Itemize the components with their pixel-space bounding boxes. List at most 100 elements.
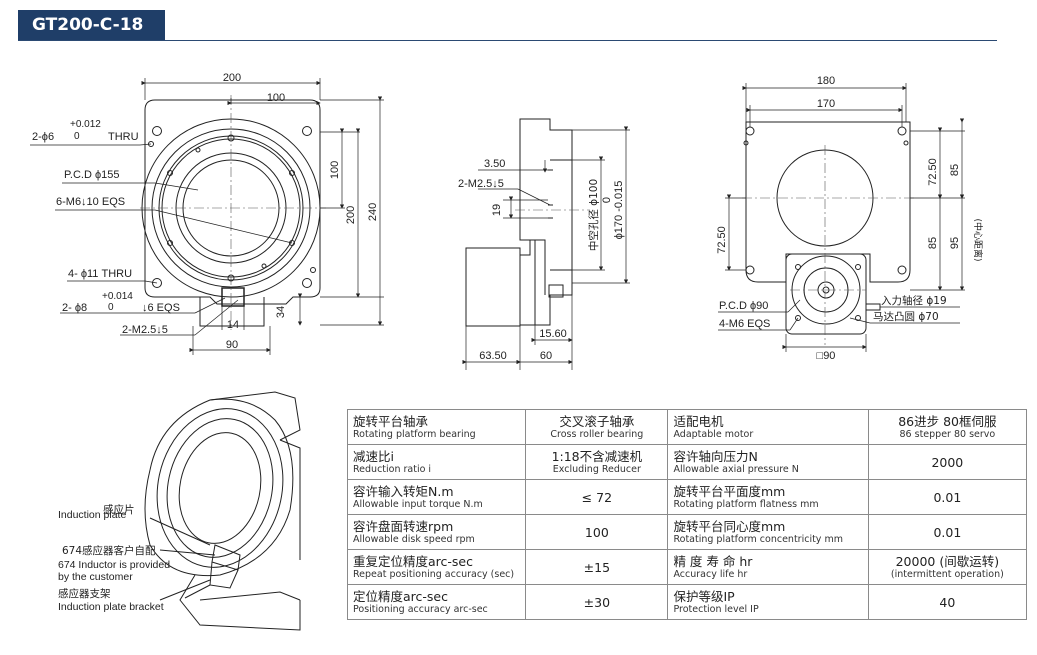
spec-label-zh: 容许输入转矩N.m [353, 483, 454, 499]
pin-depth-b: ↓6 EQS [142, 302, 180, 314]
pcd-155: P.C.D ϕ155 [64, 169, 120, 181]
spec-label-en: Accuracy life hr [673, 568, 748, 580]
spec-value: ≤ 72 [581, 489, 613, 505]
spec-label-en: Allowable axial pressure N [673, 463, 799, 475]
spec-label-en: Rotating platform flatness mm [673, 498, 819, 510]
spec-label-en: Adaptable motor [673, 428, 754, 440]
dim-90: 90 [226, 339, 238, 351]
spec-value-zh: 1:18不含减速机 [551, 448, 643, 464]
dim-95: 95 [949, 237, 961, 249]
bracket-en: Induction plate bracket [58, 601, 164, 613]
spec-label-en: Rotating platform concentricity mm [673, 533, 843, 545]
spec-label-zh: 精 度 寿 命 hr [673, 553, 753, 569]
side-view-outline [465, 118, 573, 327]
dim-34: 34 [275, 306, 287, 318]
dim-15-60: 15.60 [539, 328, 567, 340]
spec-label-en: Rotating platform bearing [353, 428, 476, 440]
spec-value: 100 [584, 524, 609, 540]
spec-label-zh: 定位精度arc-sec [353, 588, 448, 604]
spec-value-zh: 86进步 80框伺服 [898, 413, 997, 429]
pin-tol-b-bot: 0 [108, 302, 114, 313]
dia-170: ϕ170 -0.015 [613, 181, 625, 240]
spec-value: 0.01 [933, 524, 962, 540]
spec-label-zh: 容许盘面转速rpm [353, 518, 454, 534]
thru-11: 4- ϕ11 THRU [68, 268, 133, 280]
pin-hole-b: 2- ϕ8 [62, 302, 88, 314]
front-m25: 2-M2.5↓5 [122, 324, 168, 336]
side-m25: 2-M2.5↓5 [458, 178, 504, 190]
tol-top: 0 [601, 197, 613, 203]
spec-value: ±15 [583, 559, 611, 575]
bracket-zh: 感应器支架 [58, 588, 111, 600]
dim-3-50: 3.50 [484, 158, 505, 170]
spec-label-zh: 旋转平台同心度mm [673, 518, 786, 534]
spec-label-zh: 重复定位精度arc-sec [353, 553, 473, 569]
spec-value: 40 [939, 594, 956, 610]
spec-value-zh: 20000 (间歇运转) [895, 553, 1000, 569]
dim-200-right: 200 [345, 206, 357, 224]
dim-19: 19 [491, 204, 503, 216]
input-shaft: 入力轴径 ϕ19 [881, 294, 947, 307]
spec-label-zh: 容许轴向压力N [673, 448, 758, 464]
page-title: GT200-C-18 [18, 10, 165, 41]
pin-tol-a-top: +0.012 [70, 119, 101, 130]
spec-value-en: 86 stepper 80 servo [899, 428, 996, 440]
center-distance: (中心距离) [972, 218, 984, 261]
dim-14: 14 [227, 319, 239, 331]
iso-view-outline [144, 391, 301, 631]
inductor-en-1: 674 Inductor is provided [58, 559, 171, 571]
pin-thru: THRU [108, 131, 139, 143]
dim-200-top: 200 [223, 72, 241, 84]
dim-240-right: 240 [367, 203, 379, 221]
spec-label-zh: 保护等级IP [673, 588, 735, 604]
pin-tol-b-top: +0.014 [102, 291, 133, 302]
spec-label-zh: 旋转平台轴承 [353, 413, 429, 429]
spec-label-en: Allowable disk speed rpm [353, 533, 475, 545]
dim-85-lower: 85 [927, 237, 939, 249]
induction-plate-zh: 感应片 [103, 504, 135, 516]
square-90: □90 [817, 350, 836, 362]
spec-label-en: Reduction ratio i [353, 463, 432, 475]
dim-72-50-right: 72.50 [927, 158, 939, 186]
induction-plate-label: Induction plate [58, 509, 127, 521]
dim-85-right: 85 [949, 164, 961, 176]
dim-170: 170 [817, 98, 835, 110]
dim-60: 60 [540, 350, 552, 362]
dim-100-top: 100 [267, 92, 285, 104]
hollow-diameter: 中空孔径 ϕ100 [587, 179, 600, 251]
spec-value: 0.01 [933, 489, 962, 505]
spec-label-zh: 适配电机 [673, 413, 724, 429]
spec-label-en: Protection level IP [673, 603, 759, 615]
spec-value-en: Cross roller bearing [550, 428, 644, 440]
spec-value-zh: 交叉滚子轴承 [559, 413, 635, 429]
pin-hole-a: 2-ϕ6 [32, 131, 55, 143]
dim-100-right: 100 [329, 161, 341, 179]
dim-63-50: 63.50 [479, 350, 507, 362]
spec-value-en: (intermittent operation) [890, 568, 1004, 580]
spec-label-zh: 减速比i [353, 448, 394, 464]
dim-72-50-left: 72.50 [716, 226, 728, 254]
spec-value: 2000 [931, 454, 964, 470]
pin-tol-a-bot: 0 [74, 131, 80, 142]
spec-label-en: Allowable input torque N.m [353, 498, 483, 510]
spec-value-en: Excluding Reducer [552, 463, 641, 475]
inductor-zh: 674感应器客户自配 [62, 545, 156, 557]
spec-label-en: Repeat positioning accuracy (sec) [353, 568, 515, 580]
motor-boss: 马达凸圆 ϕ70 [873, 311, 939, 323]
spec-label-en: Positioning accuracy arc-sec [353, 603, 488, 615]
pcd-90: P.C.D ϕ90 [719, 300, 768, 312]
spec-label-zh: 旋转平台平面度mm [673, 483, 786, 499]
m6-eqs: 4-M6 EQS [719, 318, 770, 330]
inductor-en-2: by the customer [58, 571, 133, 583]
dim-180: 180 [817, 75, 835, 87]
m6-depth: 6-M6↓10 EQS [56, 196, 126, 208]
title-underline [18, 40, 997, 41]
